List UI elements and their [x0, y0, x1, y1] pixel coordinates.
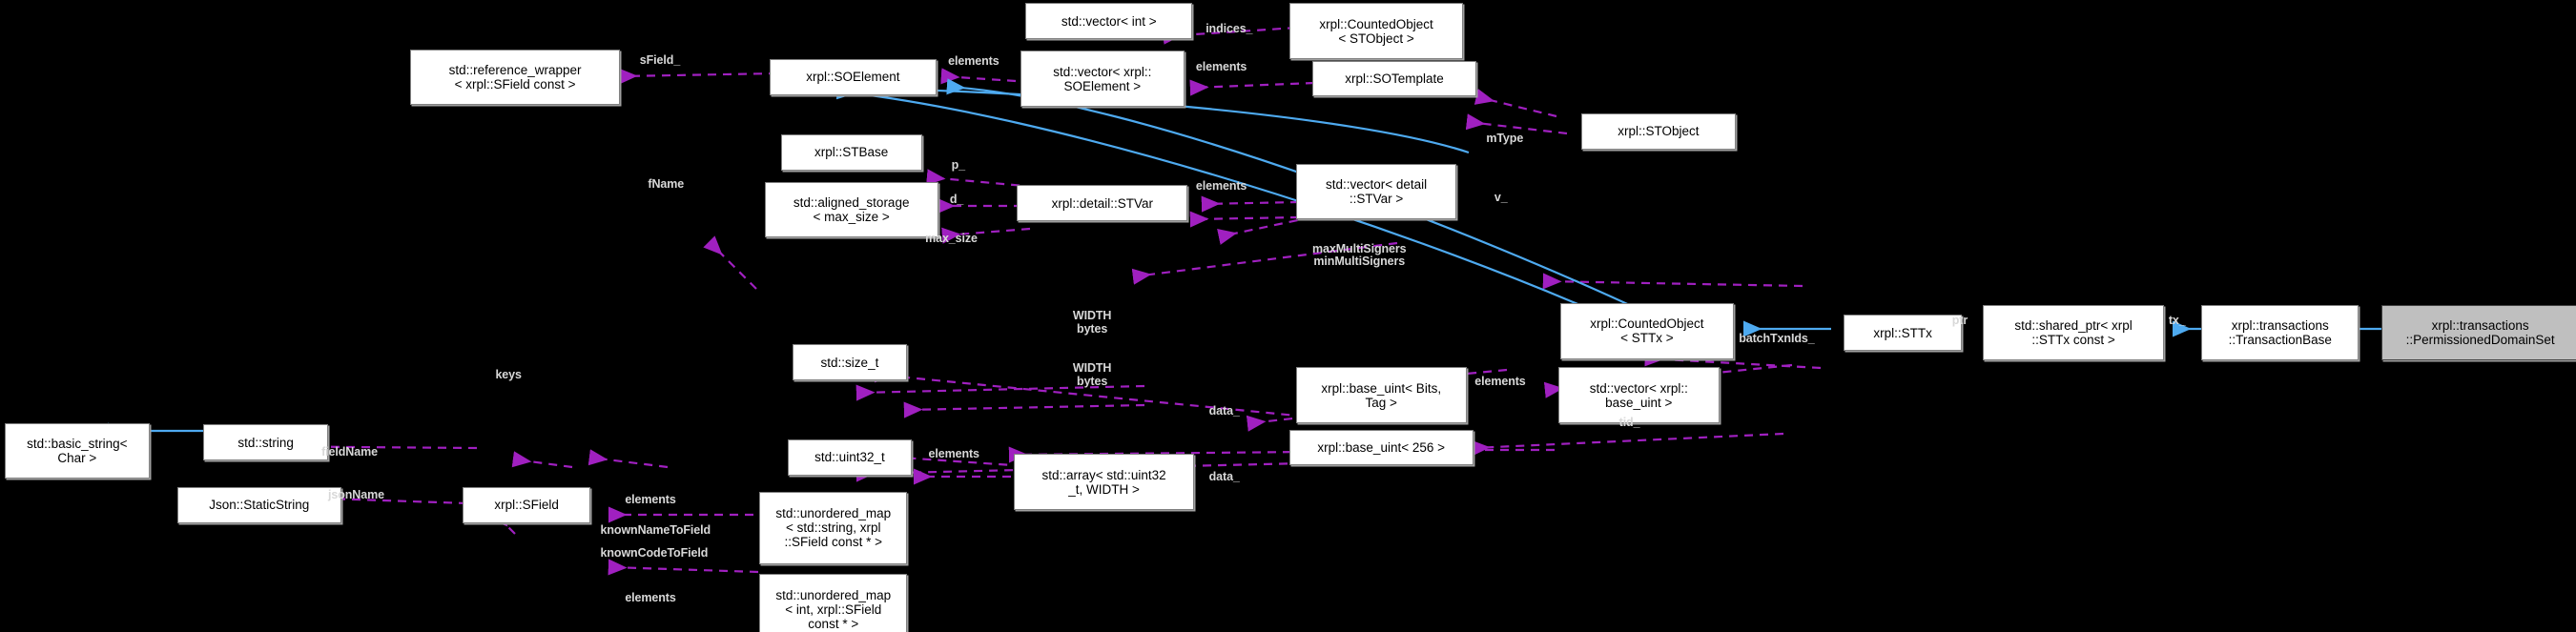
edge-label-width_bytes_2: WIDTH bytes: [1072, 361, 1112, 388]
edge-label-max_size_lbl: max_size: [925, 232, 978, 246]
node-shared_ptr_sttx[interactable]: std::shared_ptr< xrpl ::STTx const >: [1983, 304, 2164, 361]
node-counted_sttx[interactable]: xrpl::CountedObject < STTx >: [1559, 303, 1735, 359]
edge-label-elements_umap_string: elements: [625, 492, 676, 506]
edge-label-mtype_lbl: mType: [1486, 132, 1524, 146]
node-vec_int[interactable]: std::vector< int >: [1025, 3, 1193, 40]
node-sotemplate[interactable]: xrpl::SOTemplate: [1312, 60, 1476, 97]
node-std_string[interactable]: std::string: [203, 424, 328, 461]
node-vec_soelement[interactable]: std::vector< xrpl:: SOElement >: [1020, 51, 1185, 107]
node-soelement[interactable]: xrpl::SOElement: [769, 58, 938, 95]
node-stvar[interactable]: xrpl::detail::STVar: [1017, 185, 1188, 222]
edge-label-elements_baseuint: elements: [1474, 374, 1526, 388]
edge-label-keys_lbl: keys: [495, 368, 522, 381]
node-stbase[interactable]: xrpl::STBase: [780, 134, 922, 171]
node-ref_wrapper[interactable]: std::reference_wrapper < xrpl::SField co…: [410, 49, 621, 106]
edge-label-knowncodetofield_lbl: knownCodeToField: [600, 546, 709, 561]
node-sfield[interactable]: xrpl::SField: [463, 486, 591, 523]
node-umap_int[interactable]: std::unordered_map < int, xrpl::SField c…: [759, 574, 908, 632]
edge-label-indices_lbl: indices_: [1206, 22, 1253, 36]
edge-label-fname_lbl: fName: [648, 177, 685, 192]
node-transaction_base[interactable]: xrpl::transactions ::TransactionBase: [2201, 304, 2360, 361]
edge-label-multisigners_lbl: maxMultiSigners minMultiSigners: [1312, 241, 1407, 269]
edge-label-ptr_lbl: ptr: [1951, 314, 1968, 328]
node-umap_string[interactable]: std::unordered_map < std::string, xrpl :…: [759, 492, 908, 564]
edge-label-elements_stvar: elements: [1195, 179, 1247, 194]
edge-label-data_1_lbl: data_: [1208, 403, 1240, 418]
node-base_uint_bits[interactable]: xrpl::base_uint< Bits, Tag >: [1295, 367, 1467, 423]
edge-label-elements_uint32: elements: [928, 446, 980, 460]
edge-label-tid_lbl: tid_: [1618, 415, 1640, 429]
edge-label-fieldname_lbl: fieldName: [321, 444, 378, 459]
node-permissioned_set[interactable]: xrpl::transactions ::PermissionedDomainS…: [2381, 304, 2576, 361]
node-json_staticstring[interactable]: Json::StaticString: [176, 486, 341, 523]
edge-label-batchtxnids_lbl: batchTxnIds_: [1739, 332, 1815, 346]
edge-label-data_2_lbl: data_: [1208, 469, 1240, 483]
edge-label-elements_sotemplate: elements: [1195, 59, 1247, 73]
edge-label-jsonname_lbl: jsonName: [328, 487, 384, 501]
edge-label-elements_soelement: elements: [948, 54, 999, 69]
node-vec_base_uint[interactable]: std::vector< xrpl:: base_uint >: [1558, 367, 1720, 423]
node-vec_detail_stvar[interactable]: std::vector< detail ::STVar >: [1295, 164, 1457, 220]
edge-label-sfield_lbl: sField_: [639, 52, 681, 67]
edge-label-p_lbl: p_: [951, 157, 965, 172]
node-stobject[interactable]: xrpl::STObject: [1581, 112, 1736, 150]
edge-label-d_lbl: d_: [949, 192, 964, 206]
node-counted_stobject[interactable]: xrpl::CountedObject < STObject >: [1288, 3, 1464, 59]
node-aligned_storage[interactable]: std::aligned_storage < max_size >: [764, 181, 938, 238]
edge-label-v_lbl: v_: [1494, 191, 1508, 205]
node-uint32_t[interactable]: std::uint32_t: [787, 438, 913, 476]
node-base_uint_256[interactable]: xrpl::base_uint< 256 >: [1288, 429, 1473, 466]
node-array_uint32[interactable]: std::array< std::uint32 _t, WIDTH >: [1013, 454, 1195, 510]
edge-label-knownnametofield_lbl: knownNameToField: [600, 523, 711, 538]
edge-label-tx_lbl: tx_: [2168, 314, 2186, 328]
node-sttx[interactable]: xrpl::STTx: [1844, 315, 1963, 352]
edge-label-width_bytes_1: WIDTH bytes: [1072, 309, 1112, 336]
node-size_t[interactable]: std::size_t: [792, 344, 908, 381]
edge-label-elements_umap_int: elements: [625, 590, 676, 604]
node-basic_string[interactable]: std::basic_string< Char >: [5, 422, 150, 479]
inheritance-edges: [107, 78, 2384, 439]
